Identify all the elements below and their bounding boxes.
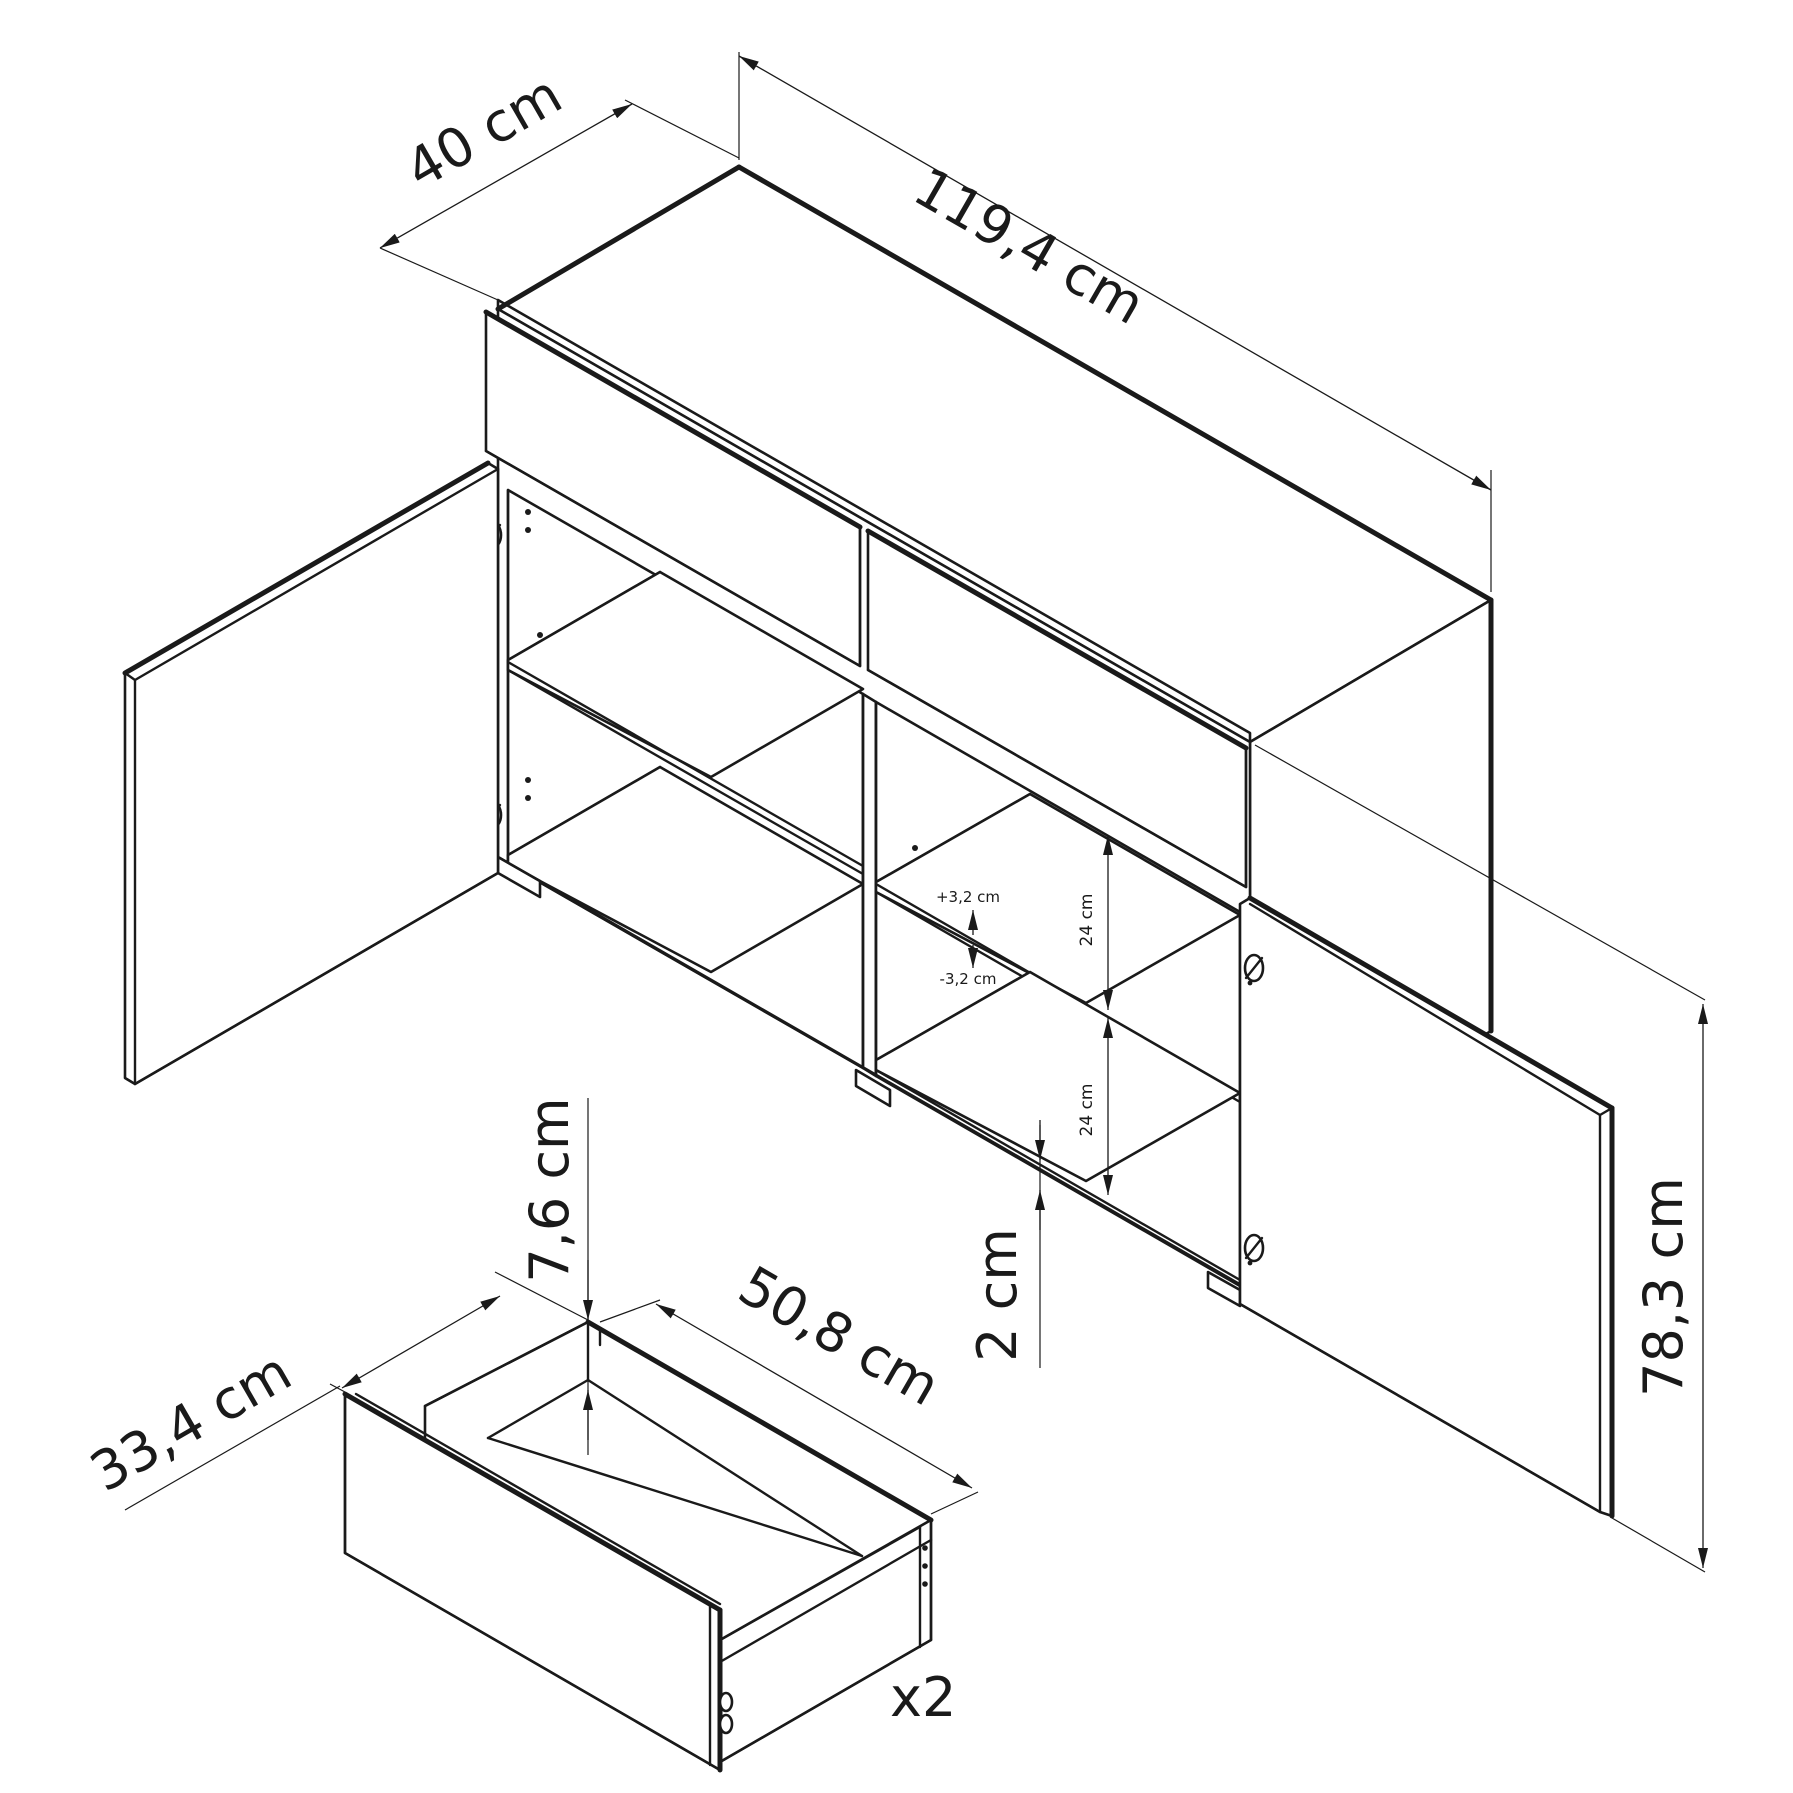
- drawer-count-label: x2: [890, 1666, 956, 1729]
- right-shelf-upper: [874, 792, 1242, 1005]
- drawer-detail: [124, 1098, 979, 1773]
- drawer-height-label: 7,6 cm: [518, 1097, 581, 1282]
- plinth-label: 2 cm: [966, 1228, 1029, 1362]
- left-door: [123, 461, 500, 1086]
- foot: [854, 1068, 892, 1108]
- drawer-depth-label: 33,4 cm: [80, 1340, 302, 1504]
- shelf-adjust-down-label: -3,2 cm: [940, 970, 997, 988]
- depth-label: 40 cm: [395, 63, 572, 202]
- right-shelf-lower: [874, 970, 1242, 1183]
- foot: [1206, 1270, 1242, 1308]
- drawer-width-label: 50,8 cm: [728, 1254, 950, 1418]
- dimension-lines: [379, 52, 1708, 1573]
- centre-divider: [861, 692, 878, 1078]
- height-label: 78,3 cm: [1632, 1177, 1695, 1397]
- hinge-icon: [1243, 953, 1265, 986]
- cabinet: [122, 164, 1615, 1519]
- shelf-adjust-up-label: +3,2 cm: [936, 888, 1000, 906]
- left-shelf-upper: [506, 570, 865, 779]
- shelf-upper-label: 24 cm: [1077, 894, 1097, 947]
- hinge-icon: [1243, 1233, 1265, 1266]
- shelf-lower-label: 24 cm: [1077, 1084, 1097, 1137]
